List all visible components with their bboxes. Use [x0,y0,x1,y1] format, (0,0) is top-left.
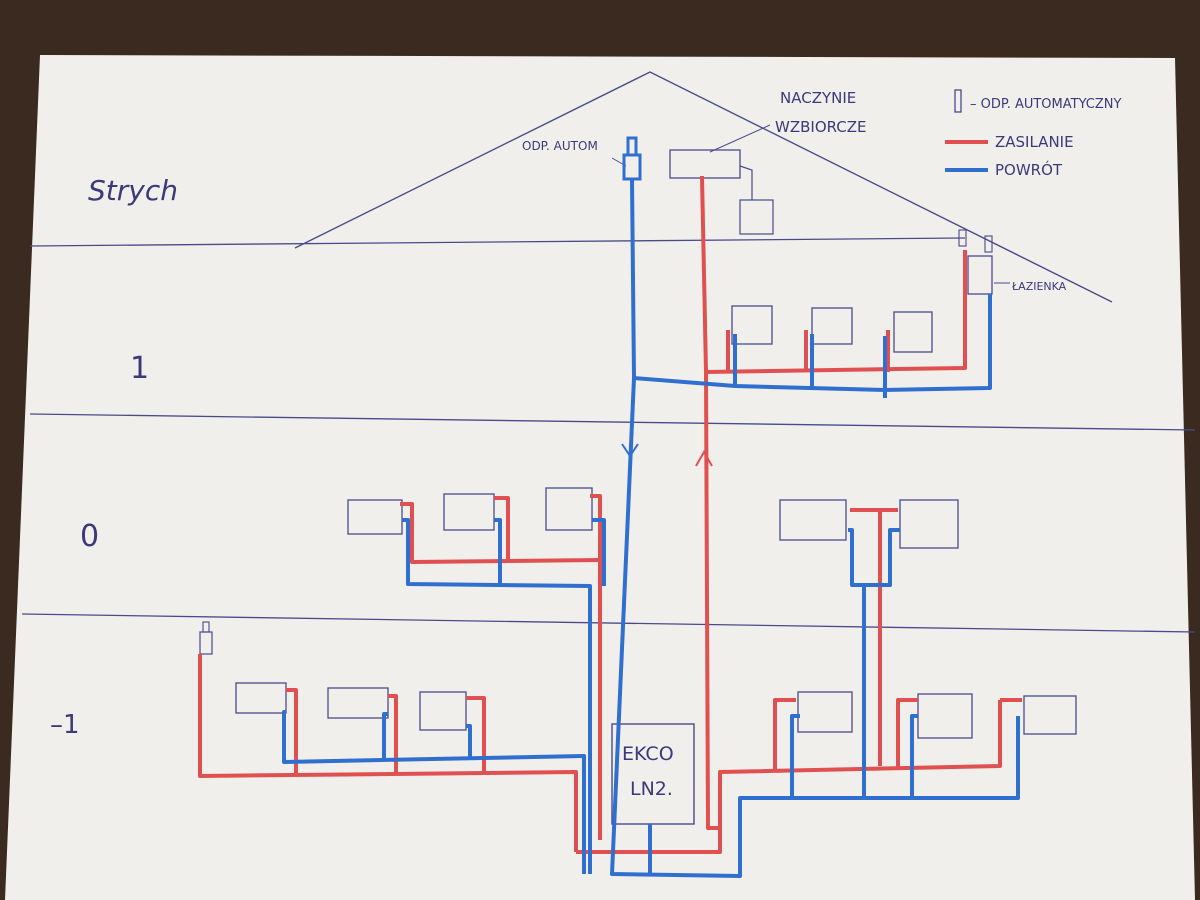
boiler-label-2: LN2. [630,778,673,800]
bathroom-radiator [967,255,993,295]
legend-air-vent-text: – ODP. AUTOMATYCZNY [970,97,1122,112]
supply-basement-rad1 [286,688,298,774]
supply-basement-rad4 [773,698,796,770]
return-ground-east-riser [848,528,866,798]
radiator-first-1 [731,305,773,345]
supply-pipes [198,175,1022,854]
boiler [611,723,695,825]
return-ground-rad3 [592,518,606,586]
return-basement-rad4 [790,714,800,798]
radiator-ground-5 [899,499,959,549]
radiator-basement-1 [235,682,287,714]
radiator-ground-3 [545,487,593,531]
legend-air-vent-icon [954,89,962,113]
legend-supply-text: ZASILANIE [995,133,1074,151]
air-vent-label: ODP. AUTOM [522,139,598,153]
expansion-tank-label-line [709,124,771,153]
return-ground-west-row [402,518,592,874]
supply-basement-west-row [198,654,578,852]
return-riser-basement-east [610,377,1020,878]
floor-label-ground: 0 [80,519,99,554]
return-basement-rad3 [466,724,472,758]
boiler-label-1: EKCO [622,743,674,765]
return-basement-rad2 [382,712,388,760]
supply-flow-arrow-icon [695,449,713,467]
supply-ground-rad2 [494,496,510,562]
expansion-tank-label-1: NACZYNIE [780,89,856,107]
paper-sheet [5,55,1195,900]
legend-return-text: POWRÓT [995,160,1063,179]
air-vent-basement-stem [202,621,210,633]
expansion-tank-aux-box [739,199,774,235]
radiator-ground-4 [779,499,847,541]
supply-riser-basement-east [704,371,1002,830]
floor-line-first [29,413,1196,431]
return-ground-rad5 [864,528,900,587]
floor-label-attic: Strych [88,174,178,207]
expansion-tank-connector [739,165,753,200]
floor-line-attic [29,237,966,247]
radiator-ground-1 [347,499,403,535]
return-ground-rad2 [494,518,502,584]
legend: – ODP. AUTOMATYCZNY ZASILANIE POWRÓT [945,89,1122,179]
bathroom-air-vent-2 [984,235,993,253]
supply-boiler-bottom [576,828,722,854]
bathroom-label: ŁAZIENKA [1011,280,1067,293]
air-vent-attic-stem [626,136,638,157]
expansion-tank-label-2: WZBIORCZE [775,118,867,136]
return-flow-arrow-icon [621,443,639,458]
roof-outline [294,71,1113,303]
radiator-first-2 [811,307,853,345]
radiator-basement-6 [1023,695,1077,735]
expansion-tank [669,149,741,179]
radiator-ground-2 [443,493,495,531]
radiator-first-3 [893,311,933,353]
return-pipes [282,179,1020,878]
radiator-basement-4 [797,691,853,733]
supply-basement-rad2 [388,694,398,774]
bathroom-air-vent-1 [958,229,967,247]
supply-ground-west-riser [590,494,602,840]
return-basement-west-row [282,710,586,874]
floor-label-first: 1 [130,351,149,386]
supply-basement-rad3 [466,696,486,774]
radiator-basement-2 [327,687,389,719]
supply-attic-first-main [700,175,967,374]
supply-basement-rad5 [896,698,918,768]
floor-label-basement: –1 [50,710,80,740]
return-basement-rad5 [910,714,918,798]
radiator-basement-3 [419,691,467,731]
floor-line-ground [21,613,1196,633]
